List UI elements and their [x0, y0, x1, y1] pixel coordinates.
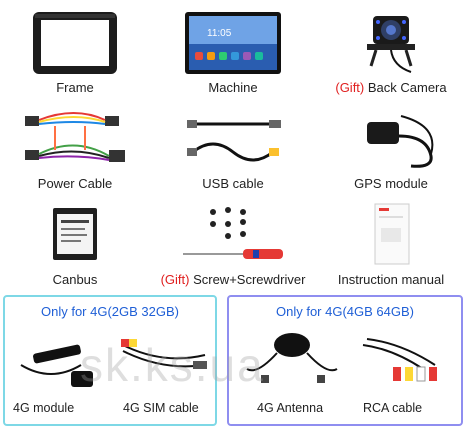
panel-4g-2gb: Only for 4G(2GB 32GB) 4G module 4G SIM c…	[3, 295, 217, 426]
item-label: Frame	[56, 80, 94, 95]
screws-image	[183, 207, 283, 259]
item-instruction-manual: Instruction manual	[316, 198, 466, 290]
item-screw-screwdriver: (Gift) Screw+Screwdriver	[158, 198, 308, 290]
item-label: Instruction manual	[337, 272, 445, 287]
item-label: (Gift) Screw+Screwdriver	[160, 272, 306, 287]
machine-image: 11:05	[185, 12, 281, 74]
canbus-image	[53, 208, 97, 260]
panel-item-label: 4G SIM cable	[123, 401, 199, 415]
panel-title: Only for 4G(4GB 64GB)	[276, 304, 414, 319]
gift-tag: (Gift)	[335, 80, 365, 95]
panel-4g-4gb: Only for 4G(4GB 64GB) 4G Antenna RCA cab…	[227, 295, 463, 426]
panel-item-label: 4G module	[13, 401, 75, 415]
gps-image	[367, 115, 434, 168]
item-label: Machine	[208, 80, 258, 95]
item-frame: Frame	[0, 6, 150, 98]
4g-sim-cable-image	[121, 339, 207, 369]
panel-item-label: RCA cable	[363, 401, 423, 415]
item-label: Power Cable	[37, 176, 113, 191]
frame-image	[33, 12, 117, 74]
manual-image	[374, 203, 410, 265]
4g-antenna-image	[246, 333, 338, 383]
item-machine: 11:05 Machine	[158, 6, 308, 98]
item-label: (Gift) Back Camera	[335, 80, 447, 95]
item-label: Canbus	[52, 272, 98, 287]
camera-image	[367, 16, 415, 73]
panel-title: Only for 4G(2GB 32GB)	[41, 304, 179, 319]
item-usb-cable: USB cable	[158, 102, 308, 194]
usb-cable-image	[187, 120, 281, 162]
item-canbus: Canbus	[0, 198, 150, 290]
item-power-cable: Power Cable	[0, 102, 150, 194]
svg-text:11:05: 11:05	[207, 28, 232, 39]
item-back-camera: (Gift) Back Camera	[316, 6, 466, 98]
gift-tag: (Gift)	[160, 272, 190, 287]
item-label: USB cable	[202, 176, 264, 191]
power-cable-image	[25, 112, 125, 162]
package-contents-grid: Frame 11:05 Machine	[0, 6, 466, 290]
item-gps-module: GPS module	[316, 102, 466, 194]
4g-module-image	[20, 344, 93, 387]
rca-cable-image	[362, 338, 437, 382]
item-label: GPS module	[354, 176, 428, 191]
panel-item-label: 4G Antenna	[257, 401, 324, 415]
